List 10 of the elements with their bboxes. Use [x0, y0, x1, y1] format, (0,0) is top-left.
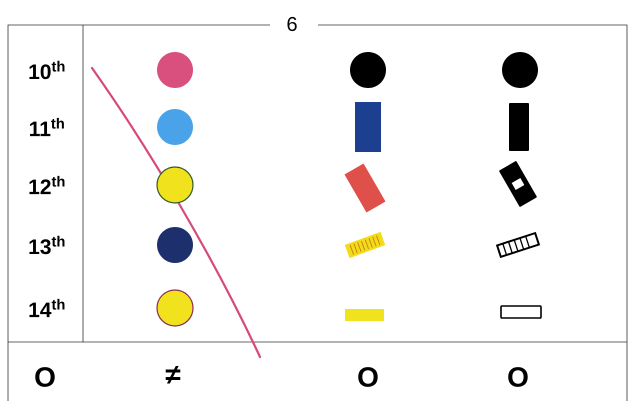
- row-label: 14$^{th}$: [29, 298, 64, 318]
- heading-number: 6: [287, 16, 297, 32]
- row-label: 10$^{th}$: [29, 60, 64, 80]
- row-label: 12$^{th}$: [29, 176, 64, 194]
- column-mark: O: [35, 367, 55, 387]
- column-mark: O: [508, 367, 528, 387]
- row-label: 13$^{th}$: [29, 236, 64, 254]
- row-label: 11$^{th}$: [30, 118, 64, 136]
- column-mark: ≠: [166, 366, 180, 384]
- column-mark: O: [358, 367, 378, 387]
